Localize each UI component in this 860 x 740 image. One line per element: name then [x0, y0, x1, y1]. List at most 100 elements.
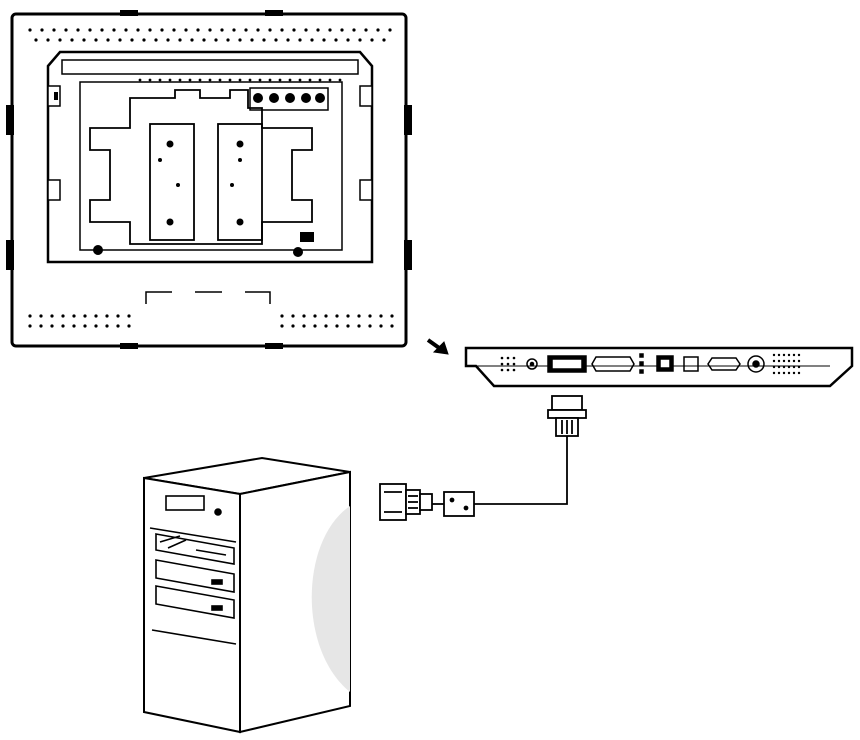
vent-hole: [782, 371, 786, 375]
rear-jacks: [253, 93, 325, 103]
vent-hole: [787, 353, 791, 357]
vent-hole: [291, 314, 295, 318]
vent-hole: [94, 38, 98, 42]
vent-hole: [116, 314, 120, 318]
vent-hole: [379, 314, 383, 318]
vent-hole: [127, 314, 131, 318]
vent-hole: [64, 28, 68, 32]
vent-hole: [46, 38, 50, 42]
vent-hole: [388, 28, 392, 32]
vent-hole: [61, 324, 65, 328]
vent-hole: [308, 78, 312, 82]
vent-hole: [142, 38, 146, 42]
chassis-screws: [54, 92, 314, 257]
vent-hole: [202, 38, 206, 42]
vent-hole: [777, 353, 781, 357]
vent-hole: [58, 38, 62, 42]
vent-hole: [280, 314, 284, 318]
vent-hole: [324, 314, 328, 318]
stand-outline: [145, 291, 271, 304]
vent-hole: [291, 324, 295, 328]
vent-hole: [138, 78, 142, 82]
vent-hole: [512, 362, 516, 366]
vent-hole: [166, 38, 170, 42]
vent-hole: [792, 371, 796, 375]
vent-hole: [280, 324, 284, 328]
vent-hole: [797, 365, 801, 369]
vent-hole: [28, 28, 32, 32]
vent-hole: [94, 324, 98, 328]
vent-hole: [148, 78, 152, 82]
vent-hole: [100, 28, 104, 32]
vent-hole: [188, 78, 192, 82]
monitor-rear-view-icon: [6, 10, 412, 349]
vent-hole: [368, 314, 372, 318]
vent-hole: [198, 78, 202, 82]
vent-hole: [322, 38, 326, 42]
vent-hole: [328, 78, 332, 82]
vent-hole: [34, 38, 38, 42]
vent-hole: [772, 365, 776, 369]
vent-hole: [376, 28, 380, 32]
vent-hole: [112, 28, 116, 32]
vent-hole: [772, 353, 776, 357]
serial-cable-icon: [379, 395, 587, 521]
vent-hole: [313, 314, 317, 318]
vent-hole: [28, 314, 32, 318]
vent-hole: [105, 324, 109, 328]
vent-hole: [358, 38, 362, 42]
vent-hole: [50, 314, 54, 318]
vent-hole: [286, 38, 290, 42]
vent-hole: [88, 28, 92, 32]
vent-hole: [168, 78, 172, 82]
vent-hole: [335, 314, 339, 318]
vent-hole: [258, 78, 262, 82]
vent-hole: [196, 28, 200, 32]
vent-hole: [777, 365, 781, 369]
vent-hole: [298, 38, 302, 42]
vent-hole: [127, 324, 131, 328]
vent-hole: [346, 38, 350, 42]
tower-side-shading: [311, 506, 350, 692]
vent-hole: [280, 28, 284, 32]
vent-hole: [500, 356, 504, 360]
tower-front-details: [149, 495, 237, 645]
bezel-vent-holes: [28, 28, 394, 328]
vent-hole: [226, 38, 230, 42]
vent-hole: [335, 324, 339, 328]
vent-hole: [787, 365, 791, 369]
vent-hole: [797, 359, 801, 363]
vent-hole: [154, 38, 158, 42]
vent-hole: [772, 359, 776, 363]
vent-hole: [370, 38, 374, 42]
vent-hole: [310, 38, 314, 42]
vent-hole: [244, 28, 248, 32]
vent-hole: [500, 368, 504, 372]
vent-hole: [262, 38, 266, 42]
vesa-mount-holes: [158, 140, 244, 226]
vent-hole: [512, 368, 516, 372]
vent-hole: [777, 359, 781, 363]
vent-hole: [357, 314, 361, 318]
vent-hole: [256, 28, 260, 32]
vent-hole: [83, 324, 87, 328]
vent-hole: [40, 28, 44, 32]
vent-hole: [250, 38, 254, 42]
vent-hole: [390, 324, 394, 328]
vent-hole: [304, 28, 308, 32]
vent-hole: [500, 362, 504, 366]
vent-hole: [61, 314, 65, 318]
vent-hole: [184, 28, 188, 32]
vent-hole: [172, 28, 176, 32]
vent-hole: [292, 28, 296, 32]
vent-hole: [220, 28, 224, 32]
vent-hole: [506, 362, 510, 366]
vent-hole: [379, 324, 383, 328]
vent-hole: [94, 314, 98, 318]
vent-hole: [116, 324, 120, 328]
vent-hole: [782, 359, 786, 363]
vent-hole: [797, 371, 801, 375]
vent-hole: [302, 314, 306, 318]
